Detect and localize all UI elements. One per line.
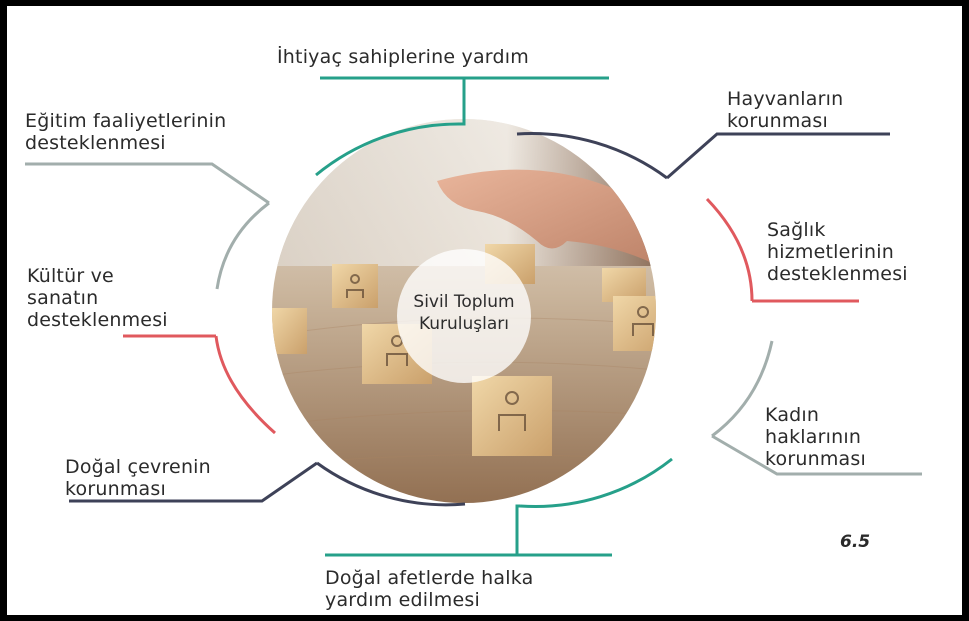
label-kultur: Kültür ve sanatın desteklenmesi: [27, 265, 168, 331]
label-ihtiyac: İhtiyaç sahiplerine yardım: [277, 46, 529, 68]
label-afet: Doğal afetlerde halka yardım edilmesi: [325, 567, 534, 611]
label-egitim: Eğitim faaliyetlerinin desteklenmesi: [25, 110, 227, 154]
segment-kultur: [123, 334, 276, 435]
segment-egitim: [25, 162, 270, 290]
segment-hayvan: [516, 132, 890, 180]
center-label: Sivil Toplum Kuruluşları: [413, 292, 515, 334]
hand: [437, 169, 656, 276]
diagram-frame: İhtiyaç sahiplerine yardım Hayvanların k…: [7, 6, 962, 615]
segment-cevre: [69, 461, 466, 507]
segment-saglik: [705, 197, 859, 303]
label-kadin: Kadın haklarının korunması: [765, 404, 866, 470]
center-disc: [397, 249, 531, 383]
label-saglik: Sağlık hizmetlerinin desteklenmesi: [767, 219, 908, 285]
segment-ihtiyac: [315, 76, 609, 177]
label-cevre: Doğal çevrenin korunması: [65, 456, 211, 500]
label-hayvan: Hayvanların korunması: [727, 88, 844, 132]
segment-afet: [325, 457, 673, 557]
ngo-cycle-diagram: [25, 76, 922, 557]
figure-number: 6.5: [840, 532, 871, 552]
segment-kadin: [711, 340, 922, 476]
